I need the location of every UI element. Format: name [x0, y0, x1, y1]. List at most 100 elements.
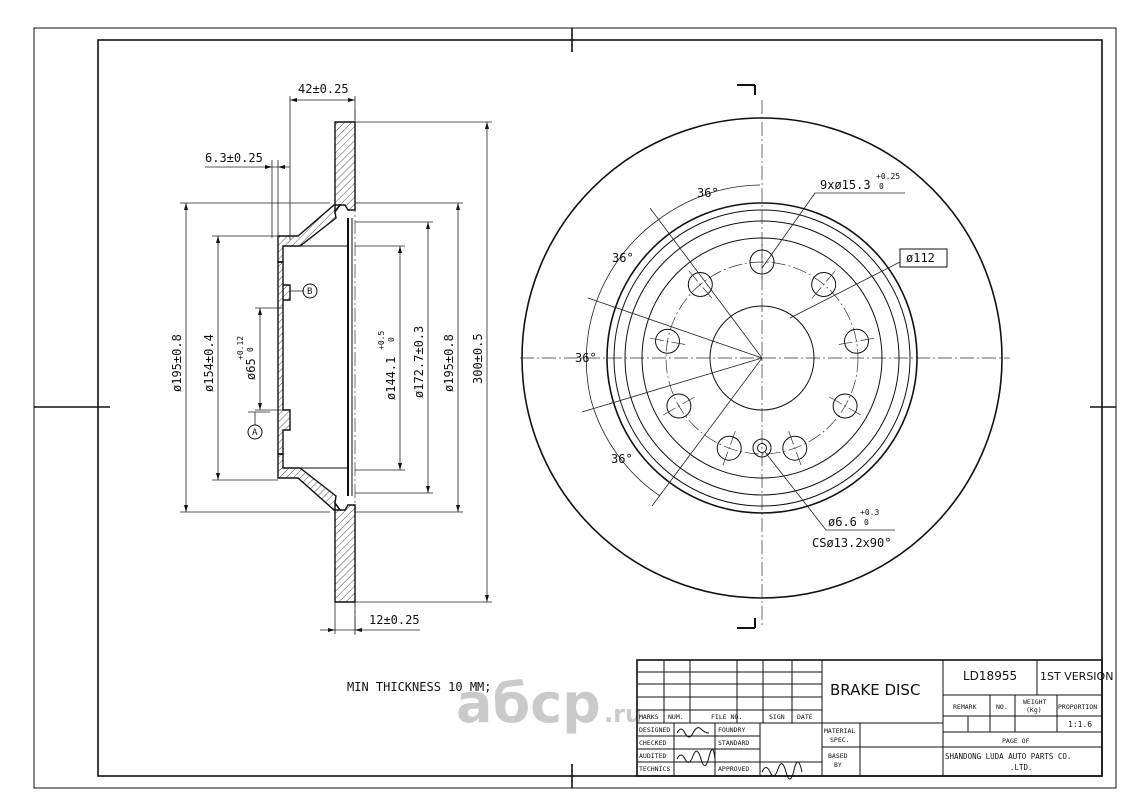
bolt-holes: [649, 244, 875, 466]
abcp-watermark-logo: aбcp .ru: [456, 672, 642, 735]
lbl-material: MATERIAL: [824, 727, 855, 735]
lbl-approved: APPROVED: [718, 765, 749, 773]
bolt-hole-centerline: [788, 431, 802, 466]
datum-b-marker: [290, 283, 318, 299]
title-block: MARKS NUM. FILE NO. SIGN DATE DESIGNED C…: [636, 659, 1113, 780]
hdr-marks: MARKS: [639, 713, 659, 721]
dim-195-left: [180, 202, 330, 513]
pin-hole: [757, 443, 767, 453]
hdr-file-no: FILE NO.: [711, 713, 742, 721]
lbl-page-of: PAGE OF: [1002, 737, 1029, 745]
datum-a: A: [252, 428, 258, 438]
pin-hole-leader: [764, 451, 827, 531]
hat-outer-edge: [613, 209, 911, 507]
dim-195-right-label: ø195±0.8: [442, 334, 456, 392]
dim-65-tol: +0.12: [236, 336, 245, 360]
dim-154: [212, 235, 278, 481]
outer-border: [33, 27, 1117, 789]
bolt-holes-tol: +0.25: [876, 172, 900, 181]
lbl-weight-unit: (Kg): [1026, 706, 1042, 714]
dim-144-tol-low: 0: [387, 337, 396, 342]
dim-144-label: ø144.1: [384, 357, 398, 400]
hub-face: [277, 261, 291, 455]
pin-hole-label: ø6.6: [828, 515, 857, 529]
friction-ring-upper: [334, 121, 356, 215]
angle-label-3: 36°: [575, 351, 597, 365]
angle-label-4: 36°: [611, 452, 633, 466]
version: 1ST VERSION: [1040, 670, 1113, 683]
pcd-label: ø112: [906, 251, 935, 265]
dim-195-right: [355, 202, 463, 513]
lbl-technics: TECHNICS: [639, 765, 670, 773]
hat-wall-lower: [277, 453, 342, 511]
dim-144: [355, 245, 405, 471]
pin-hole-countersink: [752, 438, 772, 458]
centering-marks: [34, 28, 1116, 788]
bolt-hole: [832, 393, 858, 419]
datum-a-marker: [247, 411, 270, 440]
lbl-spec: SPEC.: [830, 736, 850, 744]
disc-outer-edge: [521, 117, 1003, 599]
mounting-face-edge: [641, 237, 883, 479]
lbl-by: BY: [834, 761, 842, 769]
part-name: BRAKE DISC: [830, 681, 920, 699]
bolt-hole: [844, 328, 869, 354]
lbl-based: BASED: [828, 752, 848, 760]
bolt-hole-centerline: [688, 270, 713, 299]
lbl-foundry: FOUNDRY: [718, 726, 745, 734]
inner-border: [97, 39, 1103, 777]
lbl-audited: AUDITED: [639, 752, 666, 760]
pin-hole-tol: +0.3: [860, 508, 879, 517]
hdr-sign: SIGN: [769, 713, 785, 721]
hdr-date: DATE: [797, 713, 813, 721]
angle-label-1: 36°: [697, 186, 719, 200]
watermark-suffix: .ru: [604, 700, 642, 728]
dim-144-tol: +0.5: [377, 331, 386, 350]
section-cut-marks: [737, 84, 756, 629]
company-suffix: .LTD.: [1010, 763, 1033, 772]
dim-172: [355, 221, 433, 494]
bolt-hole: [782, 435, 808, 461]
bolt-hole-centerline: [838, 337, 875, 345]
friction-inner-edge: [606, 202, 918, 514]
bolt-hole: [666, 393, 692, 419]
bolt-holes-leader: [761, 192, 816, 269]
angle-arcs: [581, 184, 763, 507]
watermark-text: aбcp: [456, 672, 601, 735]
lbl-designed: DESIGNED: [639, 726, 670, 734]
lbl-standard: STANDARD: [718, 739, 749, 747]
dim-outer-diameter: [355, 121, 492, 603]
bolt-hole-centerline: [829, 396, 861, 416]
friction-ring-lower: [334, 500, 356, 603]
hat-inner-edge: [624, 220, 900, 496]
lbl-checked: CHECKED: [639, 739, 666, 747]
min-thickness-note: MIN THICKNESS 10 MM;: [347, 680, 492, 694]
bolt-hole: [687, 272, 713, 297]
front-view: 36° 36° 36° 36° 9xø15.3 +0.25 0 ø112 ø6.…: [520, 84, 1010, 629]
datum-b: B: [307, 287, 312, 297]
dim-65-label: ø65: [244, 358, 258, 380]
angle-label-2: 36°: [612, 251, 634, 265]
center-bore: [709, 305, 815, 411]
countersink-label: CSø13.2x90°: [812, 536, 891, 550]
lbl-remark: REMARK: [953, 703, 977, 711]
dim-thickness-label: 12±0.25: [369, 613, 420, 627]
dim-65-tol-low: 0: [246, 347, 255, 352]
bolt-holes-label: 9xø15.3: [820, 178, 871, 192]
bolt-hole: [655, 328, 680, 354]
lbl-proportion: PROPORTION: [1058, 703, 1097, 711]
lbl-weight: WEIGHT: [1023, 698, 1047, 706]
dim-hat-offset-label: 6.3±0.25: [205, 151, 263, 165]
hdr-num: NUM.: [668, 713, 684, 721]
dim-hub-depth: [289, 96, 356, 240]
dim-outer-dia-label: 300±0.5: [471, 333, 485, 384]
bolt-hole-centerline: [811, 270, 836, 299]
bolt-hole: [716, 435, 742, 461]
dim-thickness: [320, 602, 420, 634]
dim-hub-depth-label: 42±0.25: [298, 82, 349, 96]
bolt-hole: [811, 272, 837, 297]
bolt-holes-tol-low: 0: [879, 182, 884, 191]
bolt-hole-centerline: [649, 337, 686, 345]
bolt-hole-centerline: [663, 396, 695, 416]
